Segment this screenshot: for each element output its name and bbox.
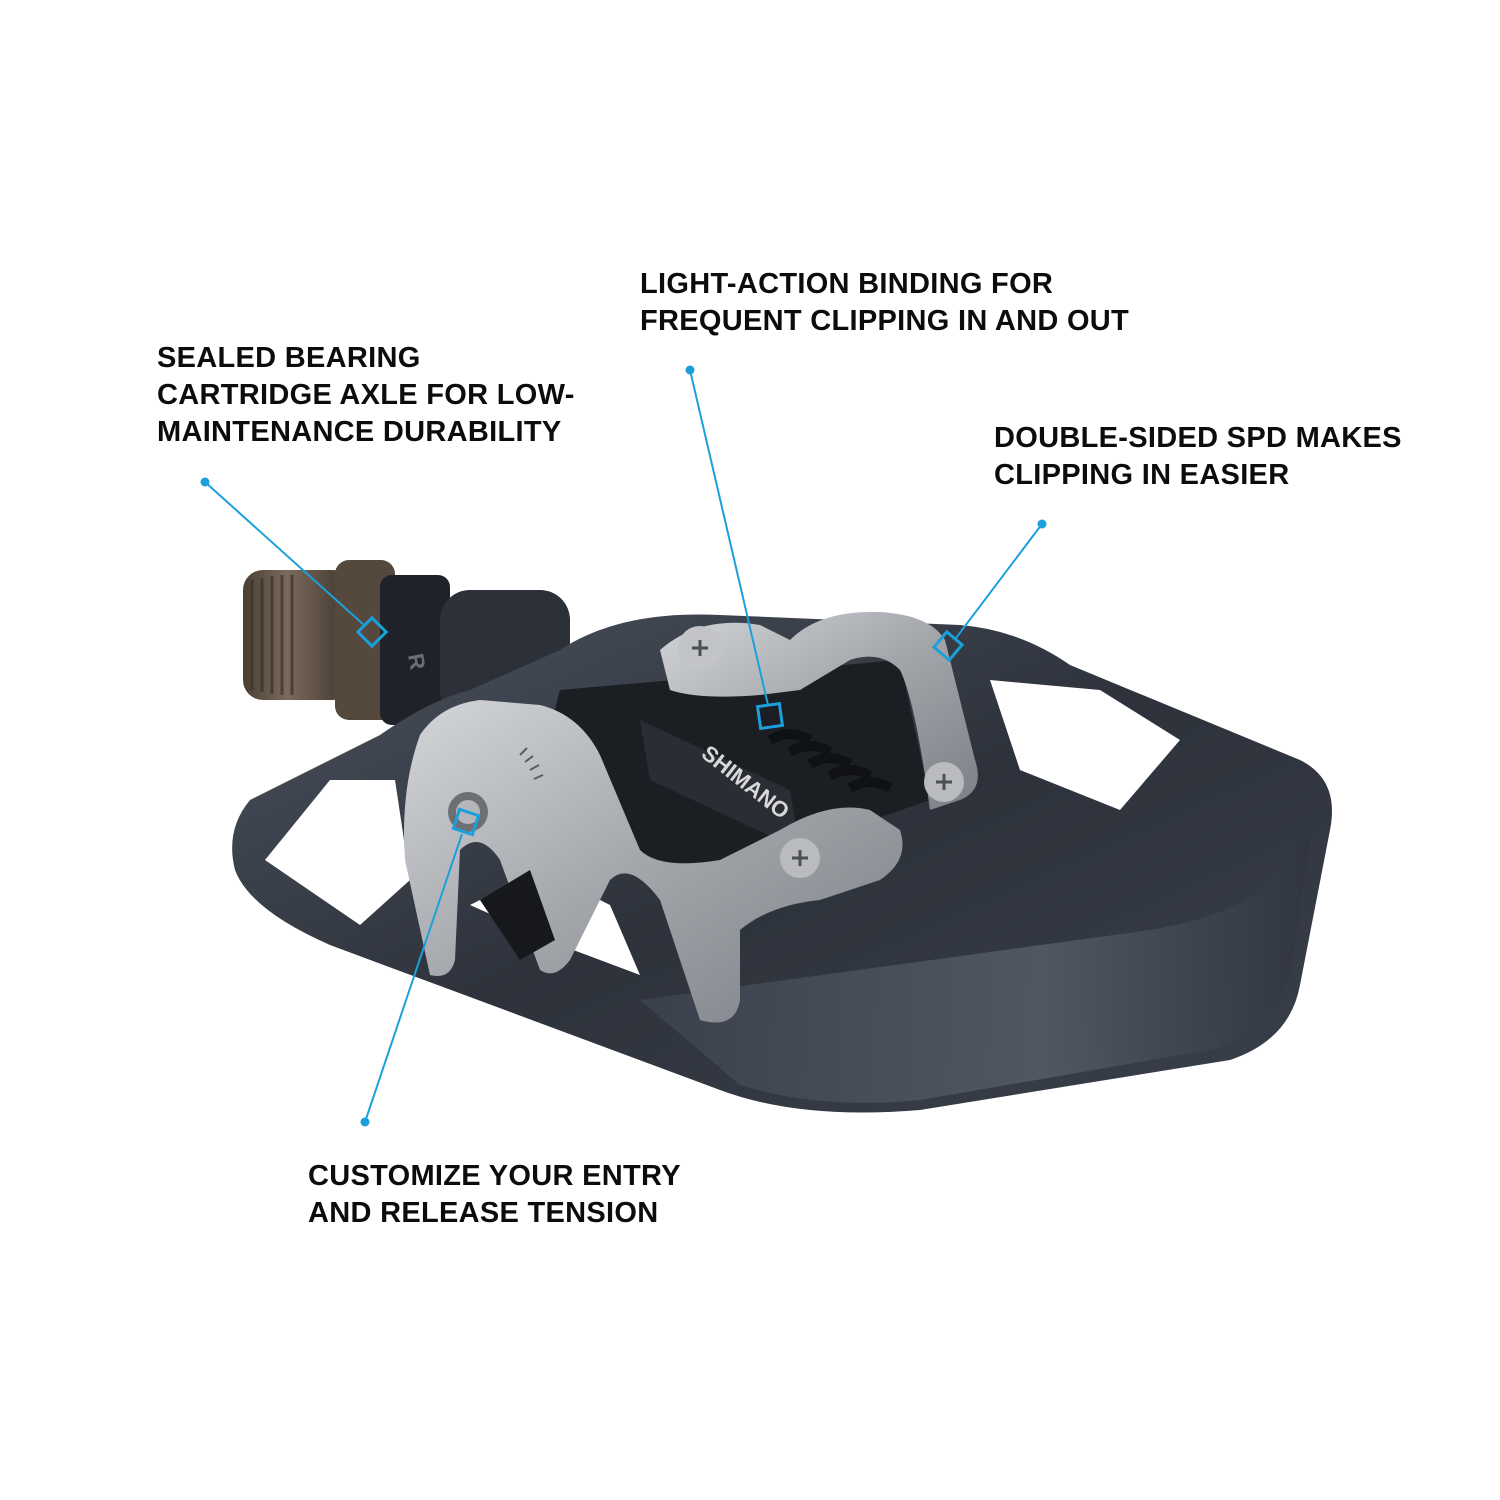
callout-sealed-bearing-text: SEALED BEARING CARTRIDGE AXLE FOR LOW- M… bbox=[157, 342, 575, 448]
callout-light-action-text: LIGHT-ACTION BINDING FOR FREQUENT CLIPPI… bbox=[640, 268, 1130, 337]
callout-double-sided-text: DOUBLE-SIDED SPD MAKES CLIPPING IN EASIE… bbox=[994, 422, 1402, 491]
callout-tension-text: CUSTOMIZE YOUR ENTRY AND RELEASE TENSION bbox=[308, 1160, 681, 1229]
spring bbox=[767, 729, 893, 793]
side-mark: R bbox=[403, 652, 430, 672]
